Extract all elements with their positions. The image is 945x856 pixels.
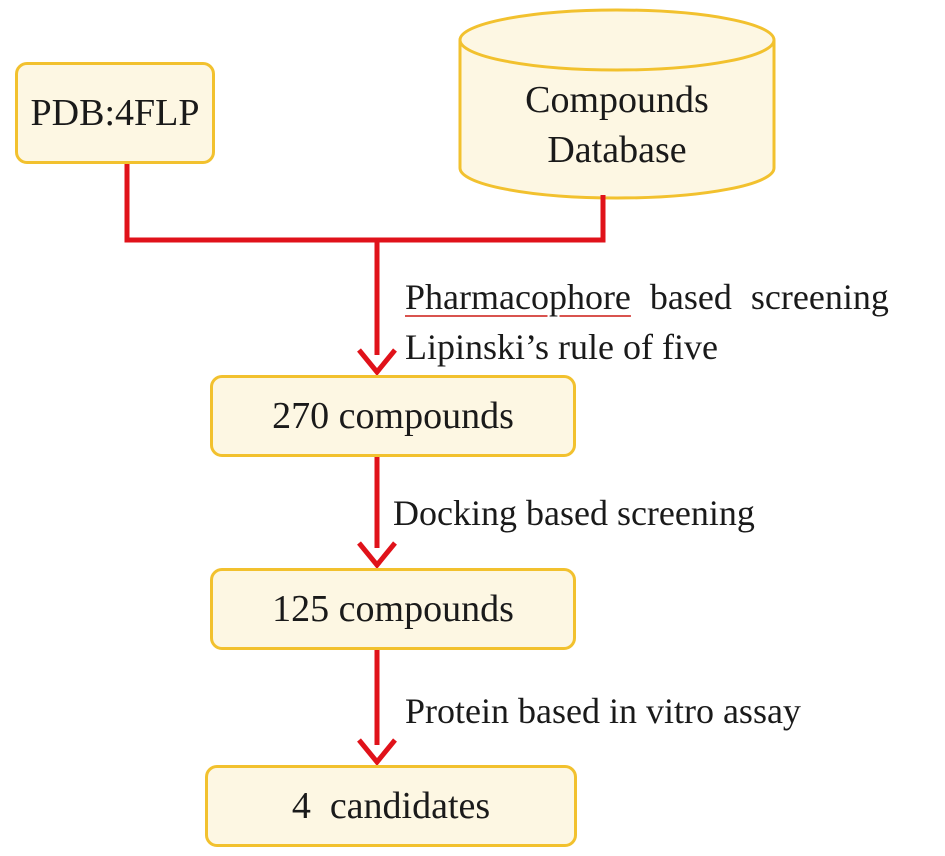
arrow-to-stage2 [357,457,397,569]
database-label-line1: Compounds [525,79,709,121]
stage3-box: 4 candidates [205,765,577,847]
step3-description: Protein based in vitro assay [405,691,801,731]
database-connector [377,195,606,243]
stage1-label: 270 compounds [272,395,514,437]
stage2-label: 125 compounds [272,588,514,630]
step1-description: Pharmacophore based screening [405,276,889,318]
step1-keyword: Pharmacophore [405,277,631,317]
database-cylinder-icon [458,8,776,200]
arrow-to-stage1 [357,240,397,376]
stage3-label: 4 candidates [291,785,491,827]
step1-line2: Lipinski’s rule of five [405,327,718,367]
arrow-to-stage3 [357,650,397,766]
database-label-line2: Database [547,129,687,171]
database-label: Compounds Database [460,75,774,175]
stage2-box: 125 compounds [210,568,576,650]
pdb-box: PDB:4FLP [15,62,215,164]
pdb-label: PDB:4FLP [30,92,200,134]
pdb-connector [124,163,377,243]
step2-description: Docking based screening [393,493,755,533]
step1-rest: based screening [630,277,889,317]
stage1-box: 270 compounds [210,375,576,457]
